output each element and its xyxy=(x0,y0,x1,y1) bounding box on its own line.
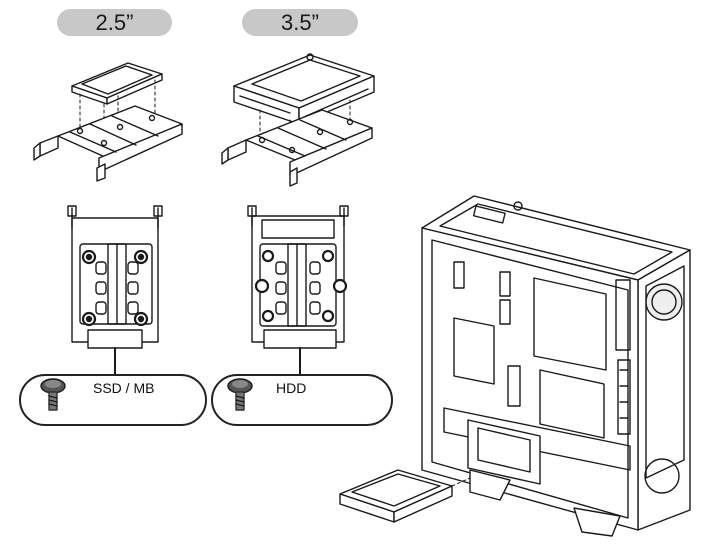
ssd-screw-label: SSD / MB xyxy=(93,380,155,396)
hdd-size-label: 3.5” xyxy=(242,9,358,36)
ssd-icon xyxy=(71,62,163,105)
hdd-exploded-view xyxy=(221,53,375,187)
drive-tray xyxy=(33,105,183,182)
drive-tray xyxy=(221,109,373,187)
ssd-size-label: 2.5” xyxy=(57,9,172,36)
screw-icon xyxy=(227,378,253,411)
hdd-screw-label: HDD xyxy=(276,380,307,396)
ssd-exploded-view xyxy=(33,62,183,182)
pc-case-icon xyxy=(421,195,691,537)
hdd-insert-icon xyxy=(339,469,471,523)
drive-cage-icon xyxy=(67,205,349,375)
screw-icon xyxy=(40,378,66,411)
